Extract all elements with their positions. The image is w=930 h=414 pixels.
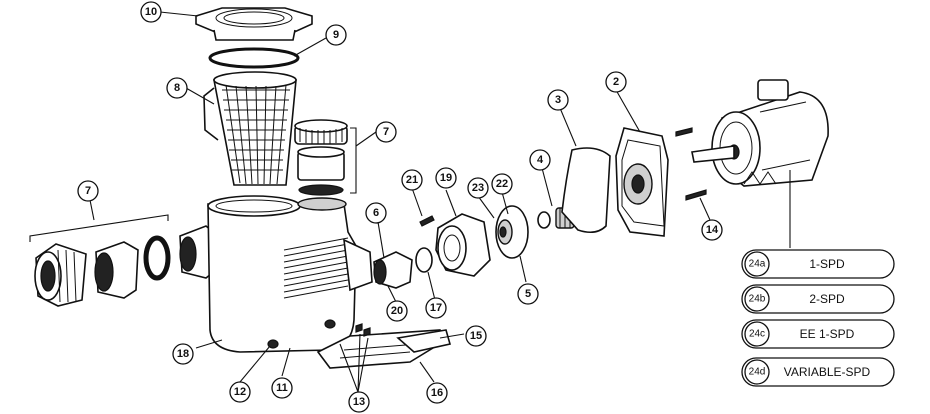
callout-19: 19 xyxy=(435,167,457,189)
diffuser xyxy=(435,213,491,277)
svg-text:13: 13 xyxy=(353,396,365,408)
callout-9: 9 xyxy=(325,24,347,46)
base-screws xyxy=(355,323,371,337)
svg-text:VARIABLE-SPD: VARIABLE-SPD xyxy=(784,365,871,379)
motor xyxy=(691,79,829,187)
svg-text:18: 18 xyxy=(177,348,189,360)
union-fittings-left xyxy=(34,225,219,307)
svg-text:24a: 24a xyxy=(749,259,766,270)
callout-13: 13 xyxy=(348,391,370,413)
motor-bolts xyxy=(675,127,707,201)
svg-text:20: 20 xyxy=(391,305,403,317)
seal-plate xyxy=(615,127,669,237)
union-stack-upper xyxy=(294,119,348,196)
callout-16: 16 xyxy=(426,382,448,404)
pump-base xyxy=(316,329,452,369)
callout-14: 14 xyxy=(701,219,723,241)
svg-text:5: 5 xyxy=(525,288,531,300)
svg-text:2-SPD: 2-SPD xyxy=(809,292,845,306)
motor-variant-24d: 24d VARIABLE-SPD xyxy=(741,357,895,387)
callout-11: 11 xyxy=(271,377,293,399)
callout-7-right: 7 xyxy=(375,121,397,143)
callout-20: 20 xyxy=(386,300,408,322)
callout-3: 3 xyxy=(547,89,569,111)
callout-23: 23 xyxy=(467,177,489,199)
svg-text:14: 14 xyxy=(706,224,719,236)
callout-8: 8 xyxy=(166,77,188,99)
motor-variant-24a: 24a 1-SPD xyxy=(741,249,895,279)
lid xyxy=(195,7,313,41)
svg-text:19: 19 xyxy=(440,172,452,184)
svg-text:2: 2 xyxy=(613,76,619,88)
callout-18: 18 xyxy=(172,343,194,365)
motor-variant-24c: 24c EE 1-SPD xyxy=(741,319,895,349)
svg-text:3: 3 xyxy=(555,94,561,106)
svg-text:21: 21 xyxy=(406,174,418,186)
svg-text:10: 10 xyxy=(145,6,157,18)
callout-7-left: 7 xyxy=(77,180,99,202)
svg-text:15: 15 xyxy=(470,330,482,342)
svg-text:8: 8 xyxy=(174,82,180,94)
svg-text:24b: 24b xyxy=(749,294,766,305)
callout-15: 15 xyxy=(465,325,487,347)
callout-6: 6 xyxy=(365,202,387,224)
svg-text:23: 23 xyxy=(472,182,484,194)
lid-o-ring xyxy=(208,47,300,69)
motor-variant-24b: 24b 2-SPD xyxy=(741,284,895,314)
pump-housing xyxy=(207,195,373,353)
svg-text:1-SPD: 1-SPD xyxy=(809,257,845,271)
callout-12: 12 xyxy=(229,381,251,403)
impeller xyxy=(495,205,575,259)
svg-text:4: 4 xyxy=(537,154,544,166)
svg-text:7: 7 xyxy=(85,185,91,197)
callout-22: 22 xyxy=(491,173,513,195)
callout-17: 17 xyxy=(425,297,447,319)
callout-10: 10 xyxy=(140,1,162,23)
svg-text:24d: 24d xyxy=(749,367,766,378)
callout-5: 5 xyxy=(517,283,539,305)
svg-text:11: 11 xyxy=(276,382,288,394)
svg-text:6: 6 xyxy=(373,207,379,219)
leader-lines xyxy=(89,11,791,393)
seal-plate-gasket xyxy=(561,147,611,234)
svg-text:24c: 24c xyxy=(749,329,765,340)
diffuser-parts xyxy=(373,247,433,289)
strainer-basket xyxy=(203,71,297,186)
svg-text:12: 12 xyxy=(234,386,246,398)
svg-text:17: 17 xyxy=(430,302,442,314)
svg-text:7: 7 xyxy=(383,126,389,138)
svg-text:9: 9 xyxy=(333,29,339,41)
svg-text:EE 1-SPD: EE 1-SPD xyxy=(800,327,855,341)
callout-4: 4 xyxy=(529,149,551,171)
svg-text:22: 22 xyxy=(496,178,508,190)
svg-text:16: 16 xyxy=(431,387,443,399)
bolt xyxy=(419,215,435,227)
callout-2: 2 xyxy=(605,71,627,93)
callout-21: 21 xyxy=(401,169,423,191)
